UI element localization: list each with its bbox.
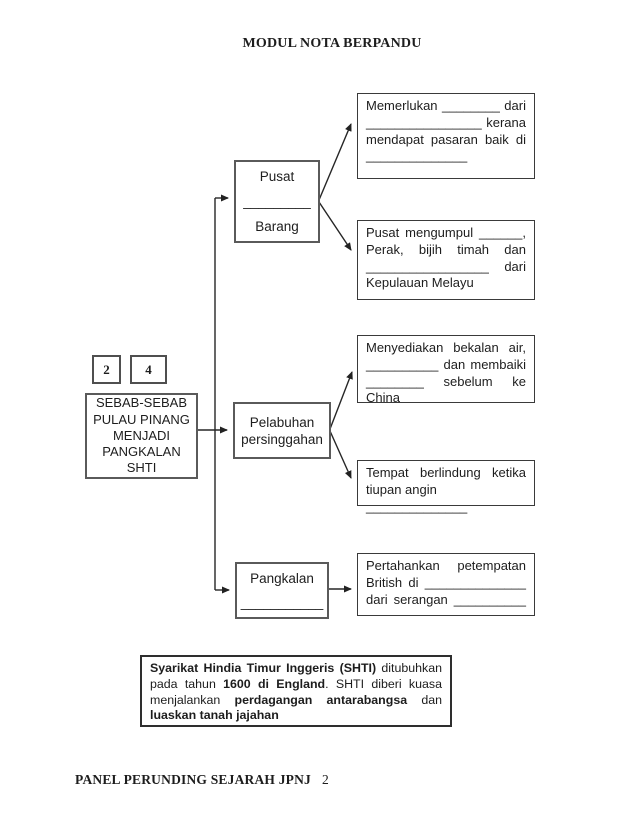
page-title: MODUL NOTA BERPANDU — [242, 36, 422, 51]
text-line: persinggahan — [241, 431, 323, 447]
number-badge-2: 2 — [92, 355, 121, 384]
arrow-pelabuhan-to-berlindung — [329, 430, 352, 479]
text-line: Pusat mengumpul ______, — [366, 225, 526, 240]
text-line: Pertahankan petempatan — [366, 558, 526, 573]
footer-text: PANEL PERUNDING SEJARAH JPNJ — [75, 772, 311, 787]
arrow-pelabuhan-to-bekalan — [329, 371, 353, 430]
text-line: ________ sebelum ke China — [366, 373, 526, 406]
text-line: SHTI — [126, 460, 157, 476]
detail-box-pusat-mengumpul: Pusat mengumpul ______,Perak, bijih tima… — [357, 220, 535, 300]
text-line: Pusat — [259, 169, 295, 184]
number-badge-4: 4 — [130, 355, 167, 384]
text-line: __________ dan membaiki — [366, 356, 526, 372]
text-line: luaskan tanah jajahan — [150, 708, 279, 723]
text-line: ________________ kerana — [366, 114, 526, 130]
text-line: ___________ — [240, 595, 324, 610]
text-line: Memerlukan ________ dari — [366, 98, 526, 113]
text-line: ______________ — [366, 148, 468, 164]
arrow-pusat-to-mengumpul — [318, 201, 352, 251]
text-line: PANGKALAN — [102, 444, 181, 460]
branch-box-pangkalan: Pangkalan ___________ — [235, 562, 329, 619]
text-line: Perak, bijih timah dan — [366, 241, 526, 257]
text-line: _________ — [243, 194, 311, 209]
text-line: Syarikat Hindia Timur Inggeris (SHTI) di… — [150, 661, 443, 675]
detail-box-pasaran: Memerlukan ________ dari________________… — [357, 93, 535, 179]
text-line: MENJADI — [112, 427, 171, 443]
text-line: mendapat pasaran baik di — [366, 131, 526, 147]
text-line: SEBAB-SEBAB — [95, 395, 188, 411]
text-line: menjalankan perdagangan antarabangsa dan — [150, 692, 443, 707]
text-line: _________________ dari — [366, 258, 526, 274]
arrow-pusat-to-pasaran — [318, 123, 352, 201]
text-line: British di ______________ — [366, 574, 526, 590]
text-line: Kepulauan Melayu — [366, 275, 474, 291]
text-line: pada tahun 1600 di England. SHTI diberi … — [150, 676, 442, 691]
text-line: Barang — [255, 219, 299, 234]
text-line: tiupan angin ______________ — [366, 481, 468, 514]
detail-box-bekalan-air: Menyediakan bekalan air,__________ dan m… — [357, 335, 535, 405]
text-line: Pangkalan — [250, 571, 314, 586]
text-line: Tempat berlindung ketika — [366, 465, 526, 480]
text-line: Pelabuhan — [249, 414, 315, 430]
text-line: Menyediakan bekalan air, — [366, 340, 526, 355]
text-line: PULAU PINANG — [93, 411, 190, 427]
branch-box-pusat-barang: Pusat _________ Barang — [234, 160, 320, 243]
page-number: 2 — [322, 772, 329, 787]
note-box: Syarikat Hindia Timur Inggeris (SHTI) di… — [140, 655, 452, 727]
text-line: dari serangan __________ — [366, 591, 526, 607]
